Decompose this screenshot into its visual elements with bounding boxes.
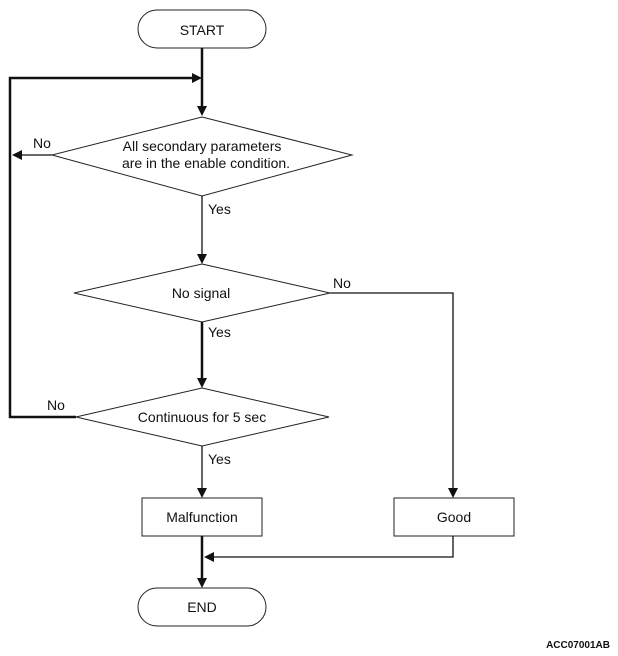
arrowhead-end-top [197,578,207,588]
d1-no-label: No [33,135,51,151]
figure-code: ACC07001AB [546,640,610,651]
start-label: START [180,22,225,38]
end-terminal [137,587,267,627]
d2-yes-label: Yes [208,324,231,340]
arrowhead-malfunction-top [197,488,207,498]
d2-no-label: No [333,275,351,291]
decision-no-signal-label: No signal [172,285,230,301]
end-label: END [187,599,217,615]
decision-enable-condition-line1: All secondary parameters [123,138,282,154]
arrowhead-d2-top [197,254,207,264]
d3-yes-label: Yes [208,451,231,467]
arrowhead-loop-back [192,73,202,83]
arrowhead-d1-no [12,150,22,160]
good-label: Good [437,509,471,525]
d1-yes-label: Yes [208,201,231,217]
malfunction-label: Malfunction [166,509,238,525]
arrowhead-d3-top [197,378,207,388]
arrowhead-d1-top [197,106,207,116]
loop-back-line [8,76,194,419]
malfunction-box [141,497,263,537]
good-box [393,497,515,537]
arrowhead-merge [204,552,214,562]
decision-continuous-label: Continuous for 5 sec [138,409,266,425]
decision-enable-condition-line2: are in the enable condition. [122,155,290,171]
arrowhead-good-top [448,488,458,498]
d3-no-label: No [47,397,65,413]
connector-good-to-merge [212,536,454,558]
connector-d2-no [330,292,454,490]
